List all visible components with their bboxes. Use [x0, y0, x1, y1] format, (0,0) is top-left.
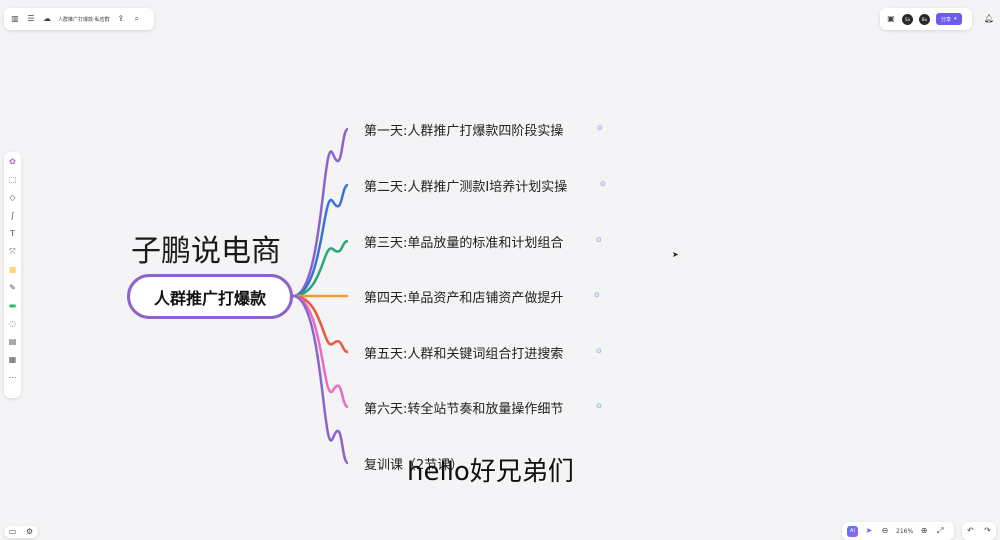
present-icon[interactable]: ▣ — [887, 14, 895, 23]
mindmap-root-node[interactable]: 人群推广打爆款 — [127, 274, 293, 319]
top-left-toolbar: ▥ ☰ ☁ 人群推广打爆款-私密群 ⇪ ⌕ — [4, 8, 154, 30]
undo-icon[interactable]: ↶ — [967, 526, 974, 535]
branch-collapse-icon[interactable]: ⊙ — [596, 402, 602, 410]
mindmap-branch-node[interactable]: 第四天:单品资产和店铺资产做提升 — [364, 291, 564, 306]
zoom-in-icon[interactable]: ⊕ — [920, 526, 928, 535]
shape-tool-icon[interactable]: ◇ — [9, 193, 16, 202]
pointer-icon[interactable]: ➤ — [865, 526, 873, 535]
minimap-icon[interactable]: ▭ — [8, 527, 17, 536]
share-button[interactable]: 分享 ▾ — [936, 13, 962, 25]
menu-icon[interactable]: ☰ — [27, 14, 35, 23]
more-icon[interactable]: ⋯ — [8, 373, 17, 382]
branch-connector — [292, 294, 349, 354]
history-controls: ↶ ↷ — [962, 522, 996, 540]
avatar[interactable]: Sa — [902, 13, 913, 25]
redo-icon[interactable]: ↷ — [984, 526, 991, 535]
bottom-left-controls: ▭ ⚙ — [4, 526, 38, 538]
mindmap-branch-node[interactable]: 第二天:人群推广测款I培养计划实操 — [364, 180, 568, 195]
mindmap-branch-node[interactable]: 第三天:单品放量的标准和计划组合 — [364, 236, 564, 251]
zoom-level[interactable]: 216% — [896, 527, 914, 535]
search-icon[interactable]: ⌕ — [134, 14, 140, 23]
cloud-icon: ☁ — [43, 14, 51, 23]
branch-collapse-icon[interactable]: ⊙ — [600, 180, 606, 188]
bell-icon[interactable]: 🔔︎ — [983, 14, 995, 23]
mouse-cursor-icon: ➤ — [672, 250, 679, 259]
document-title[interactable]: 人群推广打爆款-私密群 — [58, 16, 110, 23]
video-overlay-caption: hello好兄弟们 — [407, 457, 574, 487]
canvas-heading[interactable]: 子鹏说电商 — [131, 234, 281, 269]
zoom-out-icon[interactable]: ⊖ — [881, 526, 889, 535]
table-tool-icon[interactable]: ▤ — [8, 337, 17, 346]
top-right-toolbar: ▣ Sa Bo 分享 ▾ — [880, 8, 972, 30]
template-icon[interactable]: ▦ — [8, 355, 17, 364]
branch-connector — [292, 127, 349, 298]
sidebar-toggle-icon[interactable]: ▥ — [11, 14, 19, 23]
root-node-label: 人群推广打爆款 — [153, 288, 266, 308]
branch-connector — [292, 239, 349, 298]
mindmap-tool-icon[interactable]: ⤧ — [9, 246, 16, 256]
left-tool-palette: ✿ ⬚ ◇ ∫ T ⤧ ■ ✎ ▬ ◌ ▤ ▦ ⋯ — [4, 152, 21, 398]
frame-tool-icon[interactable]: ⬚ — [8, 175, 17, 184]
mindmap-branch-node[interactable]: 第六天:转全站节奏和放量操作细节 — [364, 402, 564, 417]
mindmap-branch-node[interactable]: 复训课（2节课） — [364, 458, 464, 473]
zoom-controls: AI ➤ ⊖ 216% ⊕ ⤢ — [842, 522, 954, 540]
highlighter-icon[interactable]: ▬ — [8, 301, 17, 310]
settings-icon[interactable]: ⚙ — [25, 527, 34, 536]
text-tool-icon[interactable]: T — [10, 229, 15, 238]
connector-tool-icon[interactable]: ∫ — [10, 211, 15, 220]
ai-assistant-icon[interactable]: AI — [847, 525, 858, 537]
export-icon[interactable]: ⇪ — [117, 14, 125, 23]
branch-collapse-icon[interactable]: ⊙ — [594, 291, 600, 299]
pen-tool-icon[interactable]: ✎ — [9, 283, 16, 292]
sticky-note-icon[interactable]: ■ — [8, 265, 17, 274]
branch-collapse-icon[interactable]: ⊙ — [596, 236, 602, 244]
eraser-icon[interactable]: ◌ — [9, 319, 16, 328]
ai-tool-icon[interactable]: ✿ — [9, 157, 16, 166]
mindmap-branch-node[interactable]: 第五天:人群和关键词组合打进搜索 — [364, 347, 564, 362]
branch-connector — [292, 294, 349, 409]
branch-collapse-icon[interactable]: ⊙ — [596, 347, 602, 355]
branch-connector — [292, 294, 349, 465]
branch-collapse-icon[interactable]: ⊙ — [597, 124, 603, 132]
share-label: 分享 — [941, 16, 952, 23]
avatar[interactable]: Bo — [919, 13, 930, 25]
branch-connector — [292, 183, 349, 298]
fit-screen-icon[interactable]: ⤢ — [936, 526, 944, 535]
mindmap-branch-node[interactable]: 第一天:人群推广打爆款四阶段实操 — [364, 124, 564, 139]
chevron-down-icon: ▾ — [954, 16, 957, 22]
